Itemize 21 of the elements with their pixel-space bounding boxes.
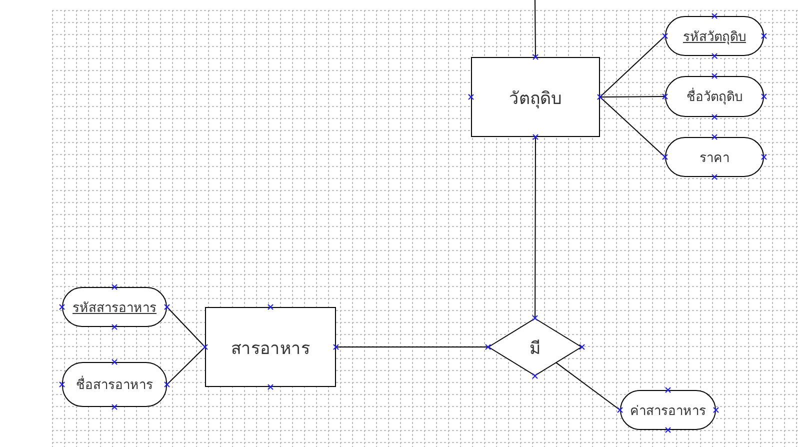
attribute-name: รหัสสารอาหาร bbox=[72, 300, 156, 318]
attribute-name: ชื่อวัตถุดิบ bbox=[686, 86, 742, 107]
connector-line bbox=[166, 346, 206, 385]
relationship-diamond bbox=[488, 318, 582, 376]
connector-line bbox=[600, 36, 666, 98]
entity-name: สารอาหาร bbox=[231, 338, 310, 360]
attribute-name: รหัสวัตถุดิบ bbox=[683, 28, 746, 46]
entity-name: วัตถุดิบ bbox=[509, 88, 562, 110]
connector-line bbox=[534, 0, 536, 58]
connector-line bbox=[600, 96, 666, 158]
connector-line bbox=[556, 362, 620, 410]
relationship-name: มี bbox=[530, 338, 540, 360]
connector-line bbox=[166, 306, 206, 348]
entity-box bbox=[471, 57, 600, 137]
connector-line bbox=[336, 346, 488, 348]
connector-line bbox=[600, 96, 666, 98]
entity-box bbox=[205, 307, 336, 387]
attribute-name: ค่าสารอาหาร bbox=[630, 402, 706, 420]
attribute-name: ชื่อสารอาหาร bbox=[76, 374, 153, 395]
connector-line bbox=[534, 136, 536, 319]
attribute-name: ราคา bbox=[700, 150, 730, 168]
